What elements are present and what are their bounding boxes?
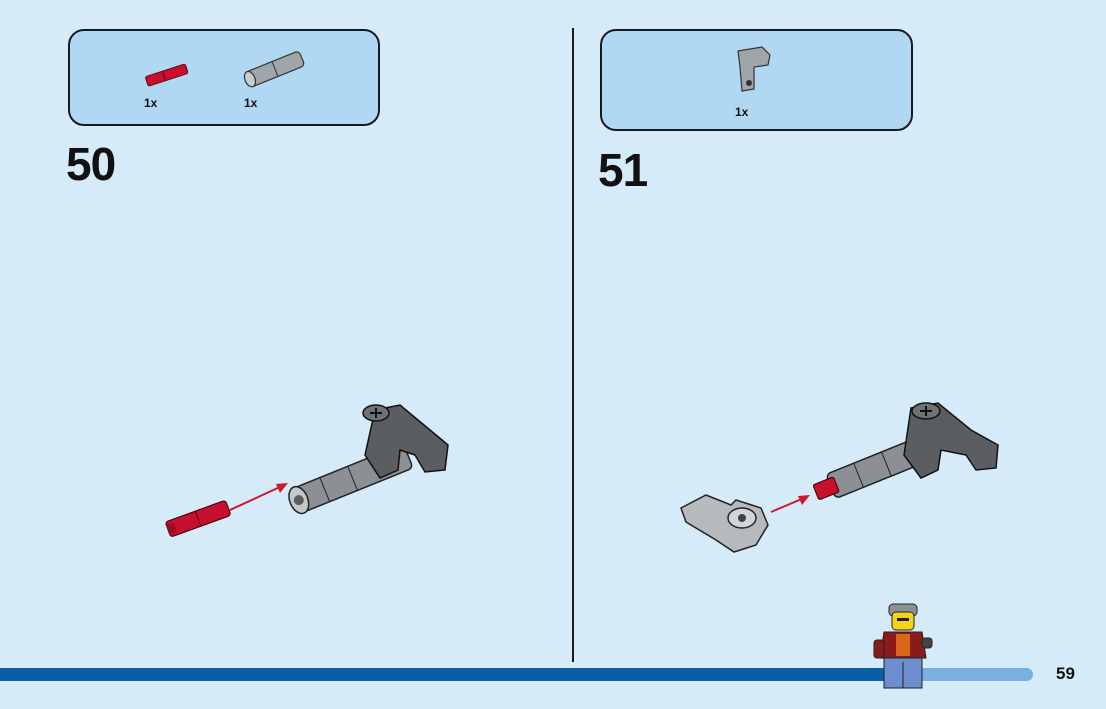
- red-axle-pin-icon: [145, 63, 189, 87]
- step-51-assembly-illustration: [680, 402, 999, 553]
- parts-list-box-step-51: 1x: [600, 29, 913, 131]
- footer-bar: [0, 668, 900, 681]
- minifigure-illustration: [873, 603, 933, 689]
- step-divider-line: [572, 28, 574, 662]
- gray-angle-connector-icon: [737, 46, 771, 92]
- parts-list-box-step-50: 1x 1x: [68, 29, 380, 126]
- part-qty-label: 1x: [144, 96, 158, 110]
- part-qty-label: 1x: [244, 96, 258, 110]
- gray-axle-connector-icon: [243, 51, 305, 88]
- page-number: 59: [1056, 664, 1075, 683]
- footer-bar-accent: [895, 668, 1033, 681]
- step-50-assembly-illustration: [165, 404, 449, 537]
- step-number-50: 50: [66, 138, 116, 190]
- step-number-51: 51: [598, 144, 648, 196]
- part-qty-label: 1x: [735, 105, 749, 119]
